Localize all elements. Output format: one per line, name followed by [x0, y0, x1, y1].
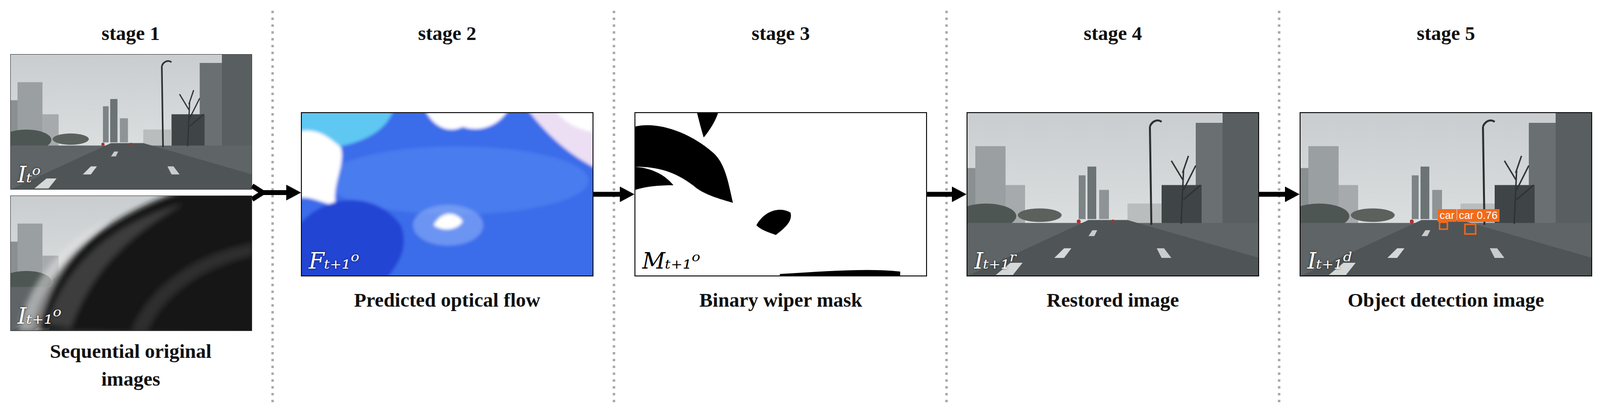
stage-separators-part — [271, 10, 275, 405]
stage-heading: stage 5 — [1416, 21, 1476, 46]
binary-mask-image-part-part — [696, 112, 719, 138]
image-panel: Iₜ₊₁ʳRestored image — [966, 112, 1260, 277]
image-panel: Iₜᵒ — [10, 54, 253, 190]
panel-caption: Object detection image — [1347, 288, 1544, 313]
image-symbol: Iₜ₊₁ʳ — [974, 248, 1018, 274]
flow-arrow — [1259, 192, 1285, 198]
stage-heading: stage 1 — [101, 21, 160, 46]
original-image-t — [1, 54, 253, 190]
stage-separators — [272, 10, 1280, 405]
stage-separators-part — [945, 10, 949, 405]
detection-image-part — [1288, 112, 1593, 277]
image-panel: Iₜ₊₁ᵈObject detection image — [1299, 112, 1593, 277]
optical-flow-image-part-part-part — [433, 214, 463, 230]
binary-mask-image-part-part — [634, 112, 928, 277]
flow-arrow — [252, 192, 287, 200]
flow-arrow — [593, 192, 620, 198]
panel-caption: Restored image — [1046, 288, 1179, 313]
detection-label: car — [1437, 209, 1457, 222]
optical-flow-image-part-part — [296, 107, 599, 283]
restored-image — [955, 112, 1260, 277]
optical-flow-image-part-part-part — [296, 107, 599, 283]
flow-arrow — [927, 192, 952, 198]
binary-mask-image-part-part — [634, 125, 733, 203]
optical-flow-image — [296, 107, 599, 283]
binary-mask-image-part-part — [756, 209, 791, 236]
restored-image-part — [955, 112, 1260, 277]
optical-flow-image-part-part-part — [298, 130, 342, 206]
binary-mask-image-part-part — [634, 166, 674, 191]
image-symbol: Iₜ₊₁ᵈ — [1307, 248, 1352, 274]
optical-flow-image-part — [296, 107, 599, 283]
original-image-t1-part-part-part — [131, 243, 253, 332]
detection-label: car 0.76 — [1457, 209, 1501, 222]
image-panel: Iₜ₊₁ᵒ — [10, 195, 253, 332]
stage-heading: stage 2 — [417, 21, 477, 46]
stage-caption: Sequential original images — [47, 337, 214, 394]
optical-flow-image-part-part-part — [413, 204, 484, 246]
image-symbol: Iₜᵒ — [17, 162, 41, 188]
optical-flow-image-part-part-part — [527, 109, 596, 169]
optical-flow-image-part-part-part — [298, 199, 404, 281]
panel-caption: Binary wiper mask — [699, 288, 863, 313]
binary-mask-image-part — [634, 112, 928, 277]
stage-heading: stage 3 — [751, 21, 810, 46]
detection-image — [1288, 112, 1593, 277]
original-image-t1-part-part-part — [46, 203, 184, 328]
original-image-t1 — [1, 191, 261, 336]
binary-mask-image — [634, 112, 928, 277]
image-symbol: Mₜ₊₁ᵒ — [642, 248, 701, 274]
image-panel: Fₜ₊₁ᵒPredicted optical flow — [300, 112, 594, 277]
image-symbol: Fₜ₊₁ᵒ — [308, 248, 360, 274]
connectors — [252, 185, 1285, 200]
original-image-t-part — [1, 54, 253, 190]
image-symbol: Iₜ₊₁ᵒ — [17, 303, 62, 329]
stage-heading: stage 4 — [1083, 21, 1143, 46]
image-panel: Mₜ₊₁ᵒBinary wiper mask — [634, 112, 928, 277]
panel-caption: Predicted optical flow — [354, 288, 541, 313]
detection-image-part — [1439, 222, 1448, 230]
stage-separators-part — [612, 10, 616, 405]
optical-flow-image-part-part-part — [554, 109, 596, 133]
detection-image-part — [1464, 224, 1476, 235]
stage-separators-part — [1278, 10, 1281, 405]
